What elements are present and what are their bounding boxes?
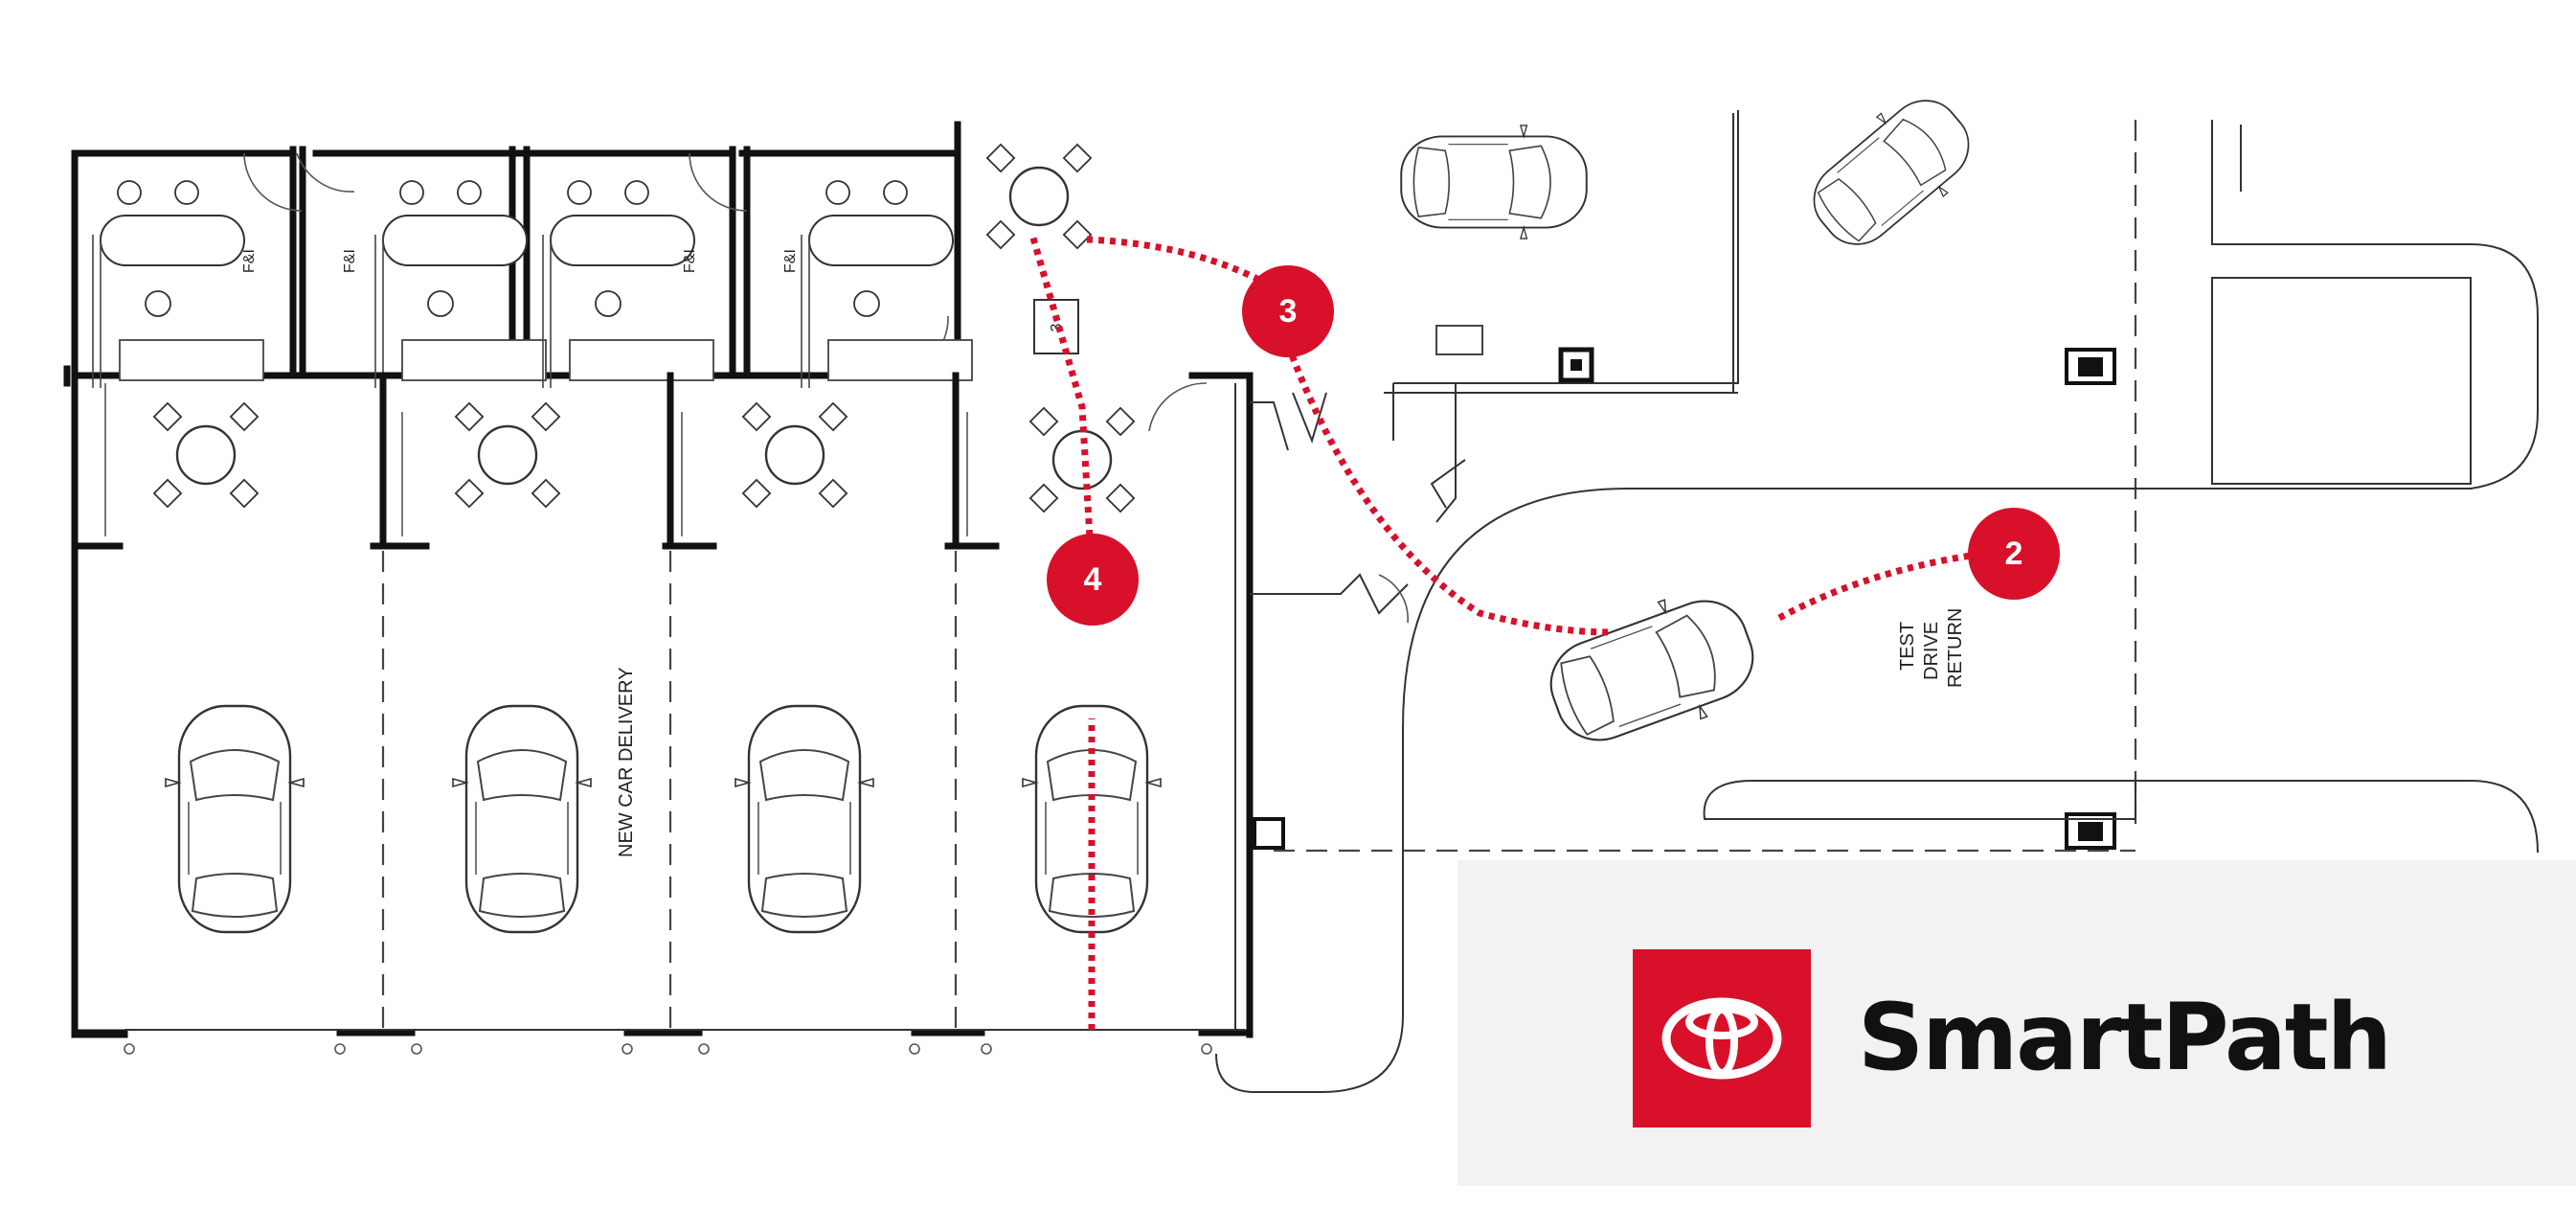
step-marker-4[interactable]: 4 [1047, 534, 1139, 626]
office-label: F&I [682, 249, 698, 273]
return-label-line: RETURN [1945, 608, 1966, 688]
delivery-area-label: NEW CAR DELIVERY [616, 667, 637, 857]
office-label: F&I [241, 249, 258, 273]
toyota-logo-icon [1633, 949, 1811, 1128]
brand-panel: SmartPath [1457, 860, 2576, 1186]
office-label: F&I [342, 249, 358, 273]
office-label: F&I [782, 249, 799, 273]
step-marker-label: 4 [1084, 561, 1102, 598]
step-marker-label: 2 [2005, 535, 2023, 572]
step-marker-label: 3 [1279, 293, 1298, 330]
step-marker-2[interactable]: 2 [1968, 508, 2060, 600]
step-marker-3[interactable]: 3 [1242, 265, 1334, 357]
customer-route [1028, 234, 2007, 1030]
return-label-line: DRIVE [1921, 622, 1942, 680]
brand-name: SmartPath [1858, 984, 2392, 1091]
return-label-line: TEST [1897, 622, 1918, 671]
